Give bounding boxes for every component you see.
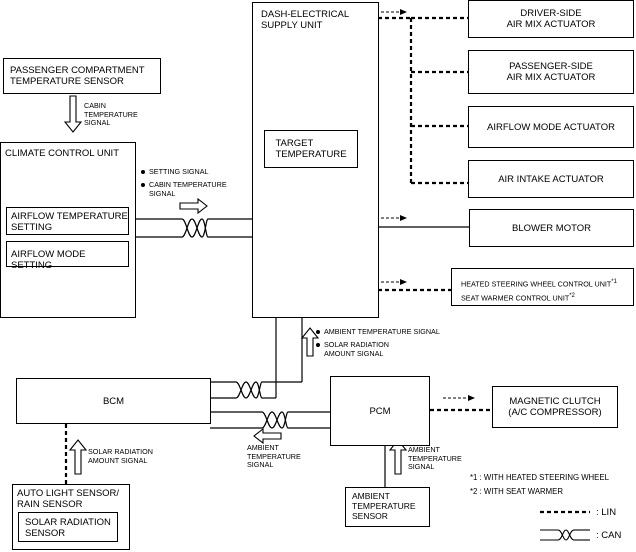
magnetic-clutch-box: MAGNETIC CLUTCH (A/C COMPRESSOR) (492, 386, 618, 428)
can-bus-bcm-pcm (210, 411, 330, 429)
solar-radiation-sensor-label: SOLAR RADIATION SENSOR (25, 517, 111, 539)
target-temperature-label: TARGET TEMPERATURE (275, 138, 347, 160)
magnetic-clutch-label: MAGNETIC CLUTCH (A/C COMPRESSOR) (508, 396, 602, 418)
dashed-arrows (381, 9, 475, 401)
ambient-temperature-signal-pcm-label: AMBIENT TEMPERATURE SIGNAL (408, 445, 462, 472)
legend-can-sample (540, 529, 590, 541)
heated-steering-wheel-text: HEATED STEERING WHEEL CONTROL UNIT (461, 279, 612, 289)
airflow-temperature-setting-box: AIRFLOW TEMPERATURE SETTING (6, 207, 129, 235)
air-intake-actuator-box: AIR INTAKE ACTUATOR (468, 160, 634, 198)
bcm-box: BCM (16, 378, 211, 424)
ambient-temperature-sensor-box: AMBIENT TEMPERATURE SENSOR (345, 487, 430, 527)
passenger-temp-sensor-label: PASSENGER COMPARTMENT TEMPERATURE SENSOR (10, 65, 145, 87)
note-mark-2: *2 (569, 293, 575, 299)
pcm-label: PCM (369, 405, 391, 417)
passenger-air-mix-actuator-box: PASSENGER-SIDE AIR MIX ACTUATOR (468, 50, 634, 94)
solar-radiation-signal-bottom-label: SOLAR RADIATION AMOUNT SIGNAL (88, 447, 153, 465)
airflow-mode-actuator-box: AIRFLOW MODE ACTUATOR (468, 106, 634, 148)
airflow-temperature-setting-label: AIRFLOW TEMPERATURE SETTING (11, 211, 128, 233)
blower-motor-box: BLOWER MOTOR (469, 209, 634, 247)
passenger-temp-sensor-box: PASSENGER COMPARTMENT TEMPERATURE SENSOR (3, 58, 161, 94)
legend-can-label: : CAN (596, 530, 622, 541)
pcm-box: PCM (330, 376, 430, 446)
dash-unit-label: DASH-ELECTRICAL SUPPLY UNIT (261, 9, 350, 31)
ambient-temperature-signal-mid-label: AMBIENT TEMPERATURE SIGNAL (247, 443, 301, 470)
note-heated-steering-wheel: *1 : WITH HEATED STEERING WHEEL (470, 473, 609, 482)
bcm-label: BCM (102, 395, 125, 407)
cabin-temperature-signal-label: CABIN TEMPERATURE SIGNAL (84, 101, 138, 128)
ambient-temperature-sensor-label: AMBIENT TEMPERATURE SENSOR (352, 491, 416, 521)
ambient-temperature-signal-top-label: AMBIENT TEMPERATURE SIGNAL (324, 327, 440, 336)
lin-sensor-lines (64, 408, 492, 484)
solar-radiation-signal-top-label: SOLAR RADIATION AMOUNT SIGNAL (324, 340, 389, 358)
cabin-temperature-signal-2-label: CABIN TEMPERATURE SIGNAL (149, 180, 227, 198)
airflow-mode-setting-label: AIRFLOW MODE SETTING (11, 249, 86, 271)
airflow-mode-setting-box: AIRFLOW MODE SETTING (6, 241, 129, 271)
seat-warmer-text: SEAT WARMER CONTROL UNIT (461, 293, 570, 303)
auto-light-sensor-label: AUTO LIGHT SENSOR/ RAIN SENSOR (17, 488, 120, 510)
note-seat-warmer: *2 : WITH SEAT WARMER (470, 487, 563, 496)
lin-actuator-bus (378, 16, 468, 185)
can-bus-bcm-dash (210, 318, 303, 399)
airflow-mode-actuator-label: AIRFLOW MODE ACTUATOR (487, 121, 615, 133)
passenger-air-mix-actuator-label: PASSENGER-SIDE AIR MIX ACTUATOR (506, 61, 596, 83)
heated-steering-wheel-label: HEATED STEERING WHEEL CONTROL UNIT*1 (461, 278, 617, 289)
solar-radiation-sensor-box: SOLAR RADIATION SENSOR (18, 512, 118, 542)
seat-warmer-label: SEAT WARMER CONTROL UNIT*2 (461, 292, 575, 303)
can-bus-climate (135, 218, 252, 238)
hollow-arrows (63, 95, 408, 475)
target-temperature-box: TARGET TEMPERATURE (264, 130, 358, 168)
climate-control-label: CLIMATE CONTROL UNIT (5, 148, 120, 159)
driver-air-mix-actuator-label: DRIVER-SIDE AIR MIX ACTUATOR (506, 8, 596, 30)
driver-air-mix-actuator-box: DRIVER-SIDE AIR MIX ACTUATOR (468, 0, 634, 38)
setting-signal-label: SETTING SIGNAL (149, 167, 209, 176)
blower-motor-label: BLOWER MOTOR (512, 222, 591, 234)
heater-control-units-box: HEATED STEERING WHEEL CONTROL UNIT*1 SEA… (451, 268, 634, 306)
air-intake-actuator-label: AIR INTAKE ACTUATOR (498, 173, 604, 185)
note-mark-1: *1 (611, 279, 617, 285)
legend-lin-label: : LIN (596, 507, 617, 518)
solid-lines (378, 226, 469, 487)
